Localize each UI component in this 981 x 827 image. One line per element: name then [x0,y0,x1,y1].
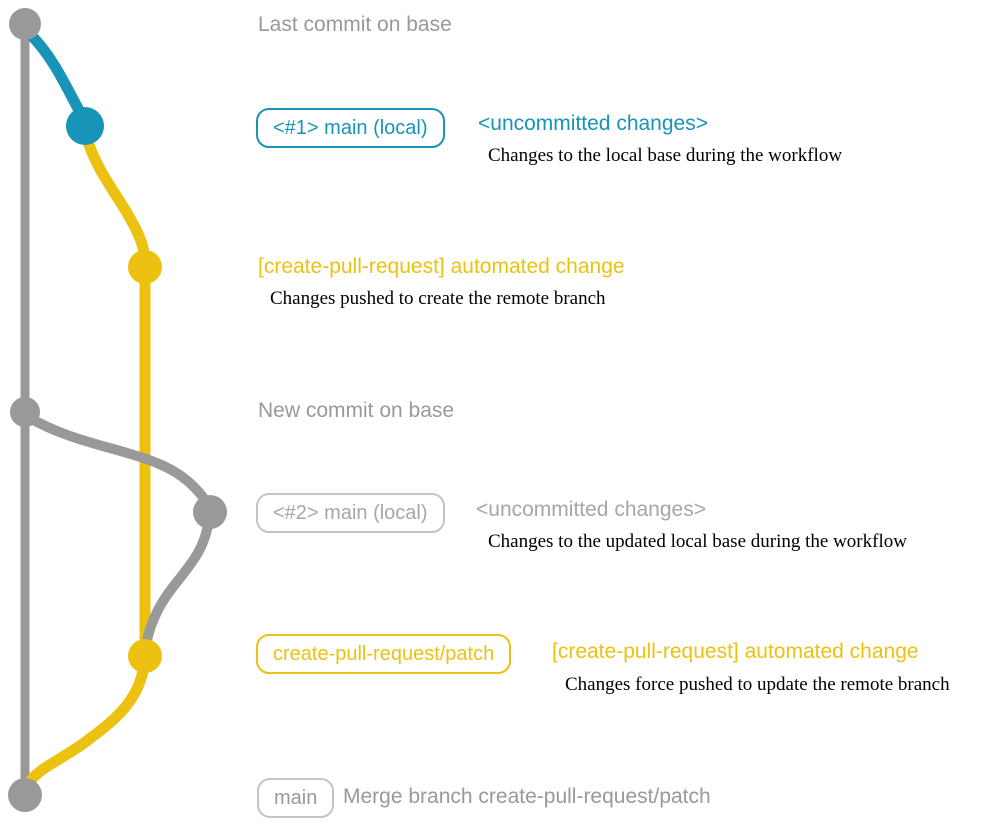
merge-title: Merge branch create-pull-request/patch [343,785,711,808]
commit1-description: Changes to the local base during the wor… [488,145,843,166]
merge-label-wrap: main [257,778,335,818]
new-commit-heading: New commit on base [258,399,455,422]
commit1-title: <uncommitted changes> [478,112,708,135]
commit-node-remote-1 [128,250,162,284]
commit-node-merge [8,778,42,812]
patch-branch-label-wrap: create-pull-request/patch [256,634,512,674]
branch-label-main-local-2: <#2> main (local) [256,493,445,533]
commit-node-local-2 [193,495,227,529]
local-change-curve [24,28,91,127]
push1-title: [create-pull-request] automated change [258,255,625,278]
commit-node-base-last [9,8,41,40]
commit-node-remote-2 [128,639,162,673]
base-update-curve [23,412,215,517]
push2-description: Changes force pushed to update the remot… [565,674,950,695]
patch-branch-curve [20,130,151,794]
last-commit-heading: Last commit on base [258,13,452,36]
commit2-description: Changes to the updated local base during… [488,531,907,552]
commit2-label-wrap: <#2> main (local) [256,493,445,533]
branch-label-main: main [257,778,335,818]
branch-label-main-local-1: <#1> main (local) [256,108,445,148]
commit-node-base-new [10,397,40,427]
branch-label-patch: create-pull-request/patch [256,634,512,674]
rebase-curve [141,511,214,659]
commit1-label-wrap: <#1> main (local) [256,108,445,148]
commit2-title: <uncommitted changes> [476,498,706,521]
commit-node-local-1 [66,107,104,145]
push1-description: Changes pushed to create the remote bran… [270,288,606,309]
push2-title: [create-pull-request] automated change [552,640,919,663]
